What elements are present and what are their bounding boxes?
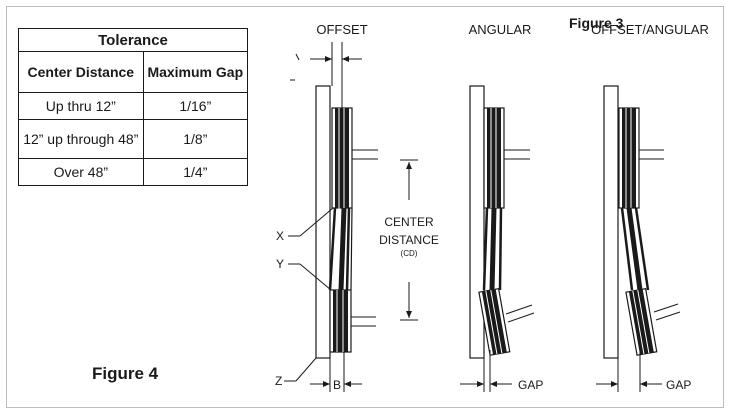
label-z: Z bbox=[275, 374, 282, 388]
distance-label: DISTANCE bbox=[379, 233, 439, 247]
angular-title: ANGULAR bbox=[469, 22, 532, 37]
offset-drawing bbox=[284, 42, 418, 392]
angular-drawing bbox=[460, 85, 535, 392]
figure-frame bbox=[6, 6, 724, 408]
angular-gap-label: GAP bbox=[518, 378, 543, 392]
table-row: Over 48” 1/4” bbox=[18, 158, 249, 186]
label-x: X bbox=[276, 229, 284, 243]
max-gap-cell: 1/8” bbox=[142, 119, 249, 159]
figure-4-label: Figure 4 bbox=[92, 364, 159, 383]
offset-angular-gap-label: GAP bbox=[666, 378, 691, 392]
label-y: Y bbox=[276, 257, 284, 271]
center-distance-cell: Over 48” bbox=[18, 158, 144, 186]
offset-title: OFFSET bbox=[316, 22, 367, 37]
offset-angular-drawing bbox=[596, 85, 681, 392]
table-row: Up thru 12” 1/16” bbox=[18, 92, 249, 120]
max-gap-cell: 1/4” bbox=[142, 158, 249, 186]
tolerance-table: Tolerance Center Distance Maximum Gap Up… bbox=[18, 28, 249, 186]
maximum-gap-header: Maximum Gap bbox=[142, 51, 249, 93]
table-row: 12” up through 48” 1/8” bbox=[18, 119, 249, 159]
center-distance-header: Center Distance bbox=[18, 51, 144, 93]
center-label: CENTER bbox=[384, 215, 434, 229]
label-b: B bbox=[333, 378, 341, 392]
offset-angular-title: OFFSET/ANGULAR bbox=[591, 22, 709, 37]
figure-3-label: Figure 3 bbox=[569, 15, 624, 31]
center-distance-cell: 12” up through 48” bbox=[18, 119, 144, 159]
cd-label: (CD) bbox=[401, 249, 418, 258]
